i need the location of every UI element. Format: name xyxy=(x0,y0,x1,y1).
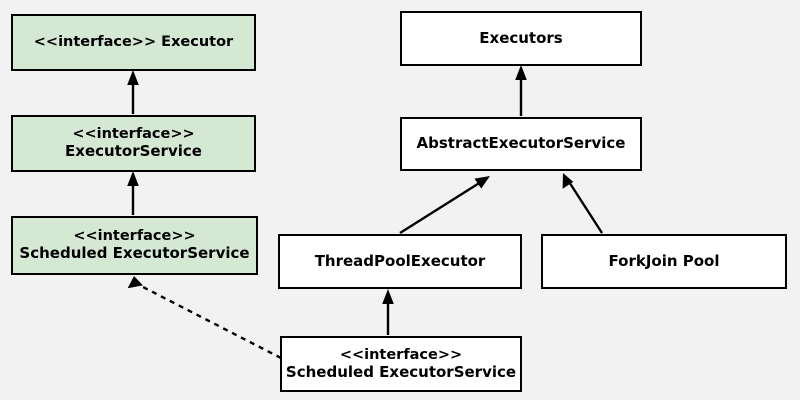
node-executor-service-stereotype: <<interface>> xyxy=(72,126,195,143)
node-thread-pool-executor[interactable]: ThreadPoolExecutor xyxy=(278,234,522,289)
node-executors[interactable]: Executors xyxy=(400,11,642,66)
edge-scheduled-to-executorservice xyxy=(127,171,139,215)
node-executor-label: <<interface>> Executor xyxy=(33,33,234,50)
node-scheduled-executor-service-name: Scheduled ExecutorService xyxy=(19,244,250,263)
node-executor-service-name: ExecutorService xyxy=(65,142,202,161)
node-executor[interactable]: <<interface>> Executor Executor xyxy=(11,14,256,71)
edge-threadpool-to-abstract xyxy=(399,176,490,235)
edge-forkjoin-to-abstract xyxy=(562,173,604,234)
node-fork-join-pool-name: ForkJoin Pool xyxy=(608,251,720,270)
edge-scheduledtpe-to-threadpool xyxy=(382,289,394,335)
node-thread-pool-executor-name: ThreadPoolExecutor xyxy=(314,251,486,270)
node-scheduled-thread-pool-executor-name: Scheduled ExecutorService xyxy=(285,362,517,381)
node-executors-name: Executors xyxy=(479,28,563,47)
node-scheduled-executor-service-interface[interactable]: <<interface>> Scheduled ExecutorService xyxy=(11,216,258,275)
node-abstract-executor-service-name: AbstractExecutorService xyxy=(416,134,626,153)
node-fork-join-pool[interactable]: ForkJoin Pool xyxy=(541,234,787,289)
node-scheduled-thread-pool-executor-stereotype: <<interface>> xyxy=(339,346,463,363)
node-scheduled-executor-service-stereotype: <<interface>> xyxy=(73,228,196,245)
node-abstract-executor-service[interactable]: AbstractExecutorService xyxy=(400,117,642,171)
edge-executorservice-to-executor xyxy=(127,70,139,114)
edge-abstract-to-executors xyxy=(515,65,527,116)
node-executor-service[interactable]: <<interface>> ExecutorService xyxy=(11,115,256,172)
edge-scheduledtpe-to-scheduled-interface xyxy=(127,276,282,360)
node-scheduled-thread-pool-executor[interactable]: <<interface>> Scheduled ExecutorService xyxy=(280,336,522,392)
